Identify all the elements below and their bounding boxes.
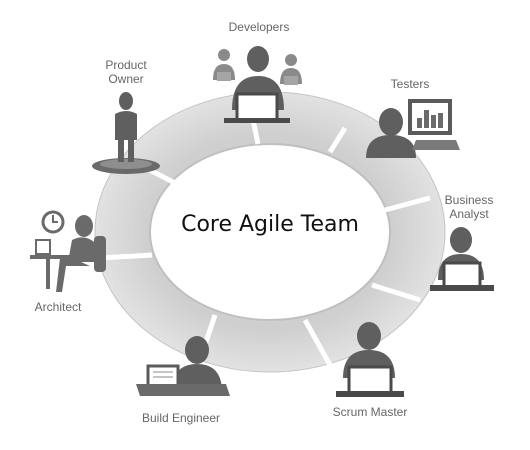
developers-figure — [213, 46, 302, 123]
product-owner-label: Product Owner — [90, 58, 162, 86]
scrum-master-label: Scrum Master — [332, 405, 408, 419]
developers-label: Developers — [228, 20, 290, 34]
product-owner-label-line2: Owner — [108, 72, 144, 86]
business-analyst-label-line2: Analyst — [449, 207, 489, 221]
build-engineer-figure — [136, 336, 230, 396]
architect-figure — [30, 210, 106, 292]
center-title: Core Agile Team — [181, 212, 359, 237]
build-engineer-label: Build Engineer — [141, 411, 221, 425]
architect-label: Architect — [34, 300, 82, 314]
product-owner-label-line1: Product — [105, 58, 147, 72]
business-analyst-label: Business Analyst — [436, 193, 502, 221]
testers-figure — [366, 99, 460, 158]
business-analyst-label-line1: Business — [444, 193, 494, 207]
testers-label: Testers — [390, 77, 430, 91]
product-owner-figure — [92, 92, 160, 174]
scrum-master-figure — [336, 322, 404, 397]
team-ring — [94, 91, 446, 373]
business-analyst-figure — [430, 227, 494, 291]
